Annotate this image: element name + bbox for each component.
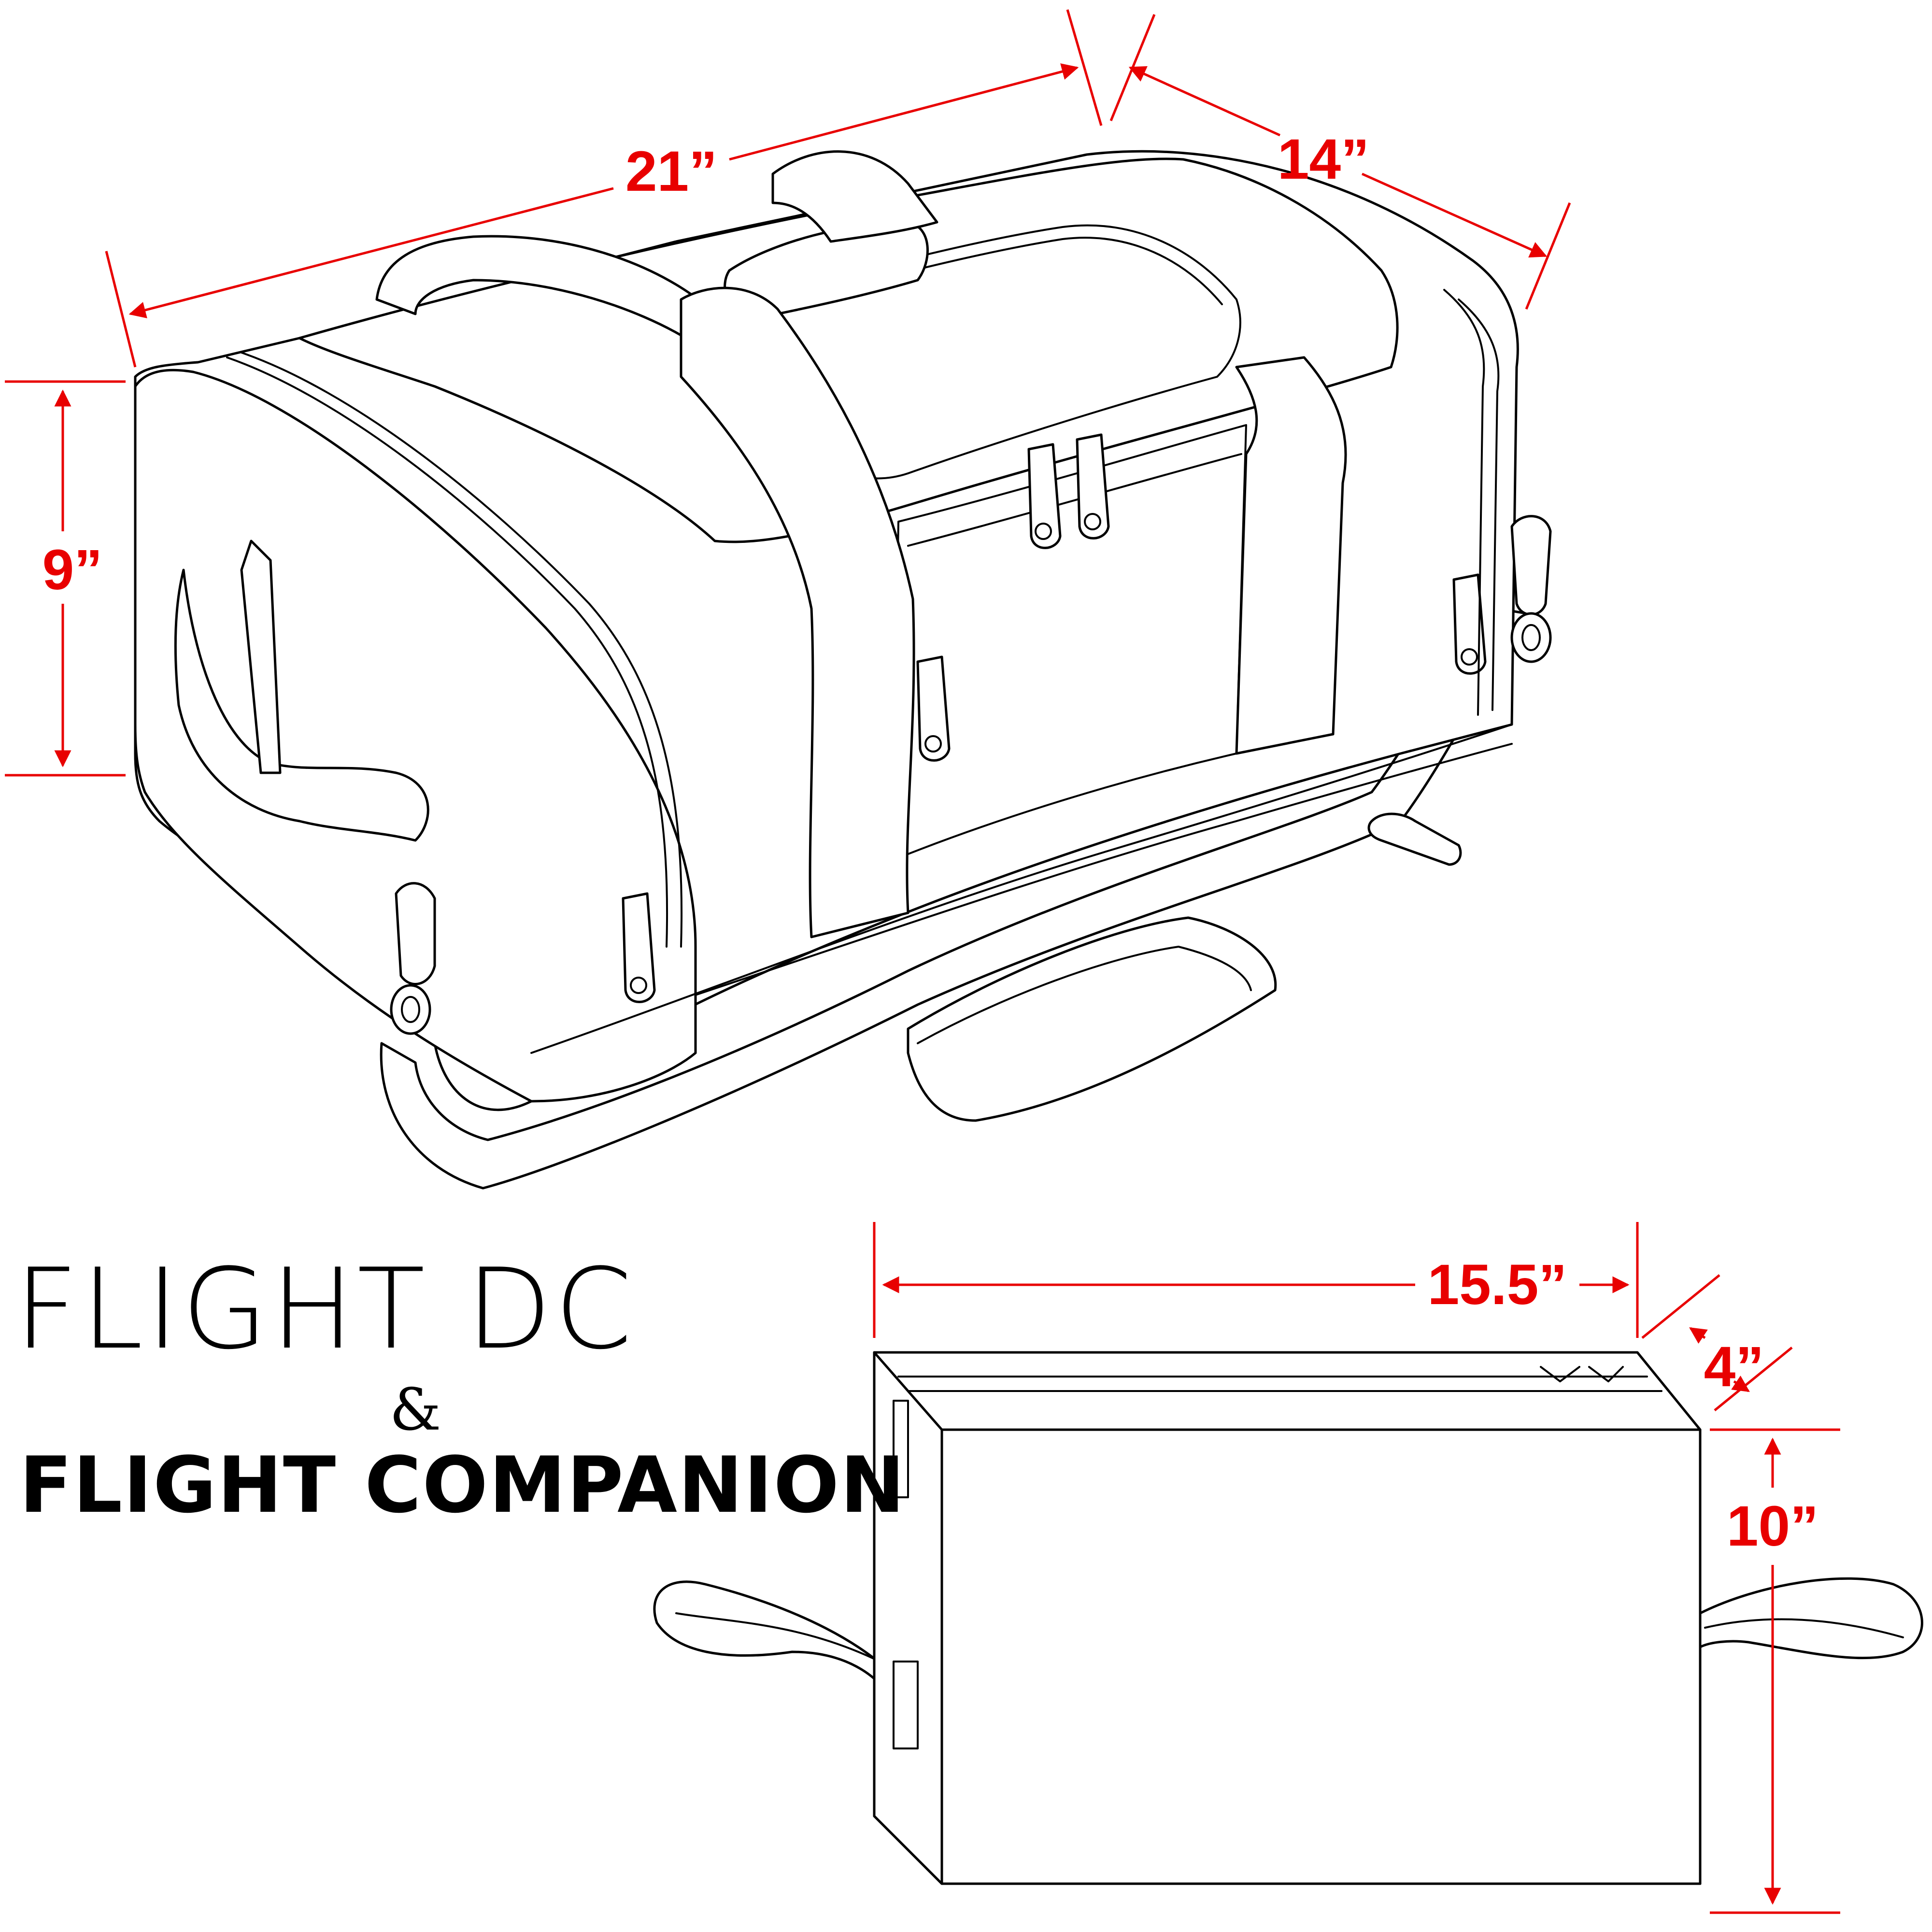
duffel-handle-strap-left: [680, 286, 915, 938]
companion-front-face: [940, 1428, 1702, 1885]
duffel-zipper-pull-top-2: [1076, 433, 1110, 540]
companion-depth-label: 4”: [1704, 1335, 1764, 1399]
companion-height-label: 10”: [1727, 1494, 1818, 1558]
companion-height-dimension: 10”: [1710, 1428, 1840, 1914]
duffel-handle-strap-right: [771, 150, 938, 243]
title-ampersand: &: [390, 1377, 441, 1444]
duffel-length-dimension: 21”: [105, 9, 1103, 368]
companion-bag-illustration: [653, 1351, 1923, 1885]
companion-handle-left: [653, 1580, 919, 1711]
duffel-end-handle-strap: [240, 540, 282, 774]
title-flight-companion: FLIGHT COMPANION: [19, 1440, 906, 1530]
duffel-zipper-pull-top-1: [1027, 443, 1062, 549]
duffel-end-zipper-track: [226, 356, 668, 948]
companion-side-panel: [873, 1351, 943, 1885]
duffel-zipper-pull-end: [622, 892, 656, 1003]
duffel-shoulder-strap: [380, 607, 1528, 1190]
duffel-height-label: 9”: [43, 538, 103, 602]
companion-depth-dimension: 4”: [1641, 1274, 1793, 1411]
companion-length-dimension: 15.5”: [873, 1222, 1639, 1338]
duffel-side-strap-right: [1235, 356, 1347, 755]
duffel-end-panel: [134, 369, 697, 1103]
duffel-clip-right: [1510, 515, 1552, 663]
duffel-zipper-pull-pocket: [916, 655, 951, 762]
duffel-zipper-pull-right: [1452, 573, 1487, 675]
duffel-clip-left: [390, 882, 436, 1035]
duffel-height-dimension: 9”: [5, 380, 126, 777]
duffel-bag-illustration: [134, 150, 1552, 1190]
title-flight-dc: FLIGHT DC: [14, 1245, 635, 1374]
duffel-length-label: 21”: [625, 140, 717, 203]
duffel-width-dimension: 14”: [1109, 14, 1571, 310]
duffel-width-label: 14”: [1278, 128, 1369, 191]
companion-top-zipper: [897, 1376, 1662, 1392]
duffel-end-handle: [174, 568, 429, 842]
duffel-bottom-band: [530, 724, 1513, 1054]
duffel-shoulder-pad: [907, 916, 1277, 1122]
companion-zipper-pulls: [1540, 1366, 1624, 1382]
duffel-strap-slider: [1367, 812, 1462, 866]
companion-length-label: 15.5”: [1428, 1253, 1567, 1317]
companion-handle-right: [1699, 1577, 1923, 1660]
